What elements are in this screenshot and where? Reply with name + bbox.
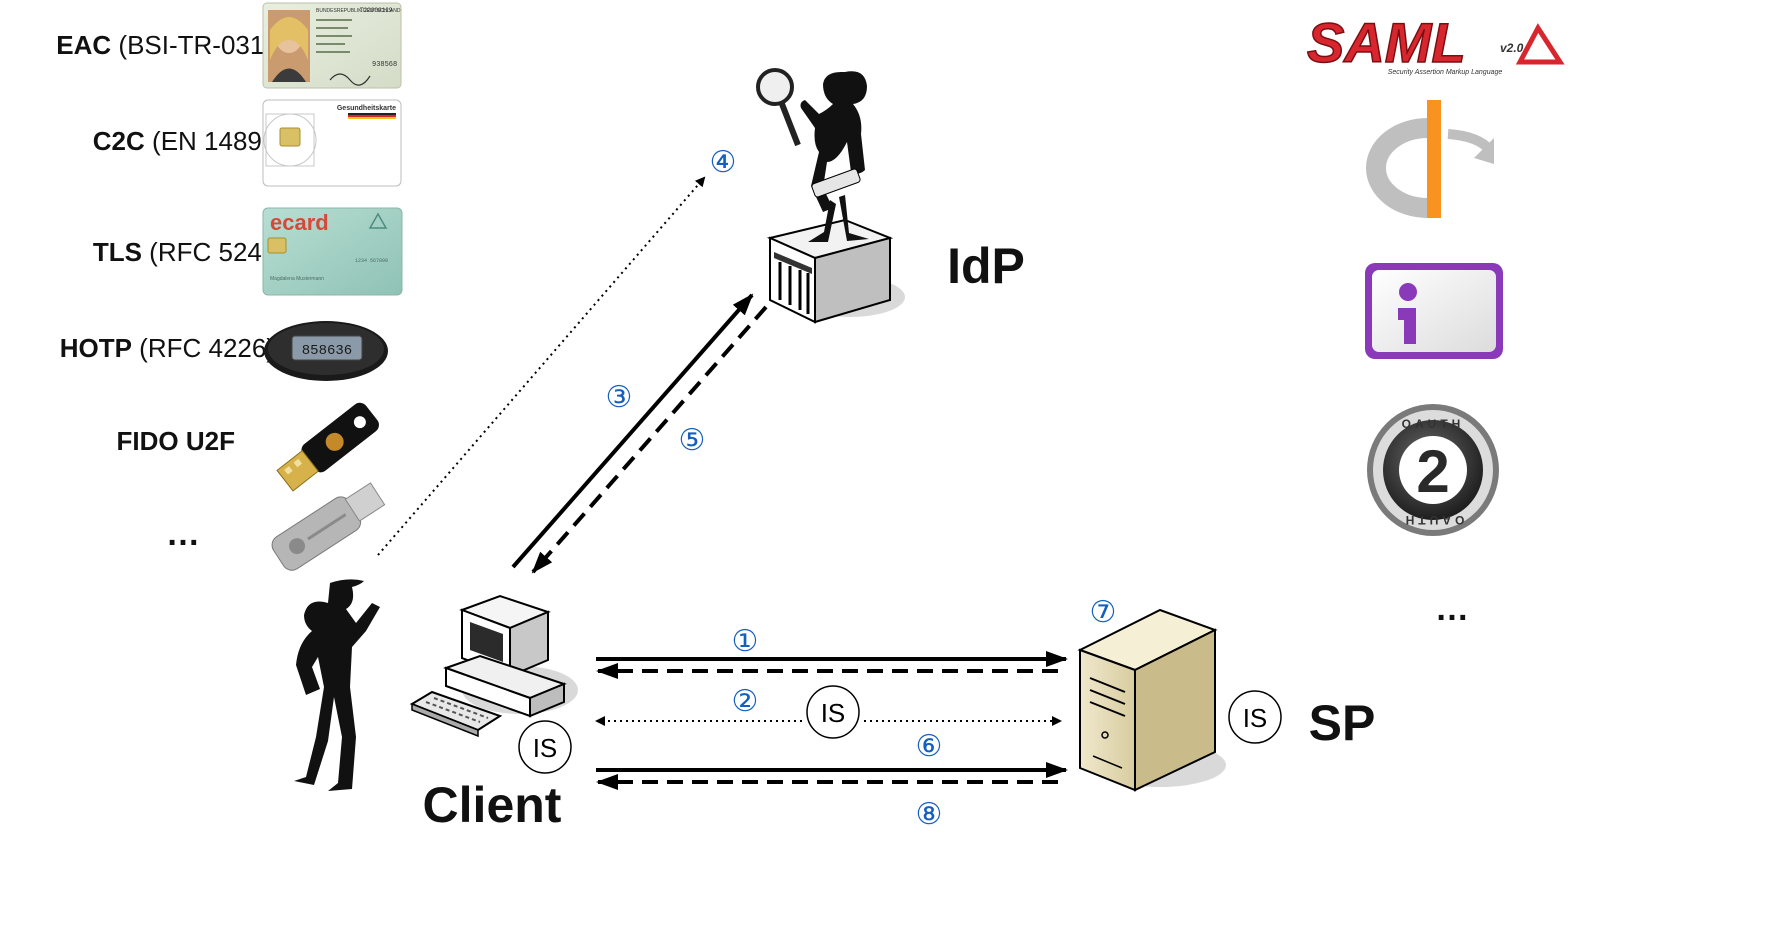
sp-server-icon [1077,608,1226,792]
step-5: ⑤ [679,423,706,458]
saml-version-text: v2.0 [1500,41,1524,55]
eac-code-text: 938568 [372,61,397,69]
sp-label: SP [1309,695,1376,751]
client-computer-icon [409,594,578,738]
token-name: TLS [92,237,142,267]
oauth2-logo: OAUTH OAUTH 2 [1367,404,1499,536]
token-spec: (RFC 5246) [149,237,285,267]
step-2: ② [732,684,759,719]
arrow-idp-to-client [531,305,768,574]
ecard-number-text: 1234 567890 [355,258,388,264]
ecard: ecard 1234 567890 Magdalena Mustermann [262,207,403,296]
is-sp: IS [1228,690,1282,744]
eac-id-card: BUNDESREPUBLIK DEUTSCHLAND T22000129 938… [262,2,402,89]
client-person-icon [294,579,380,791]
saml-logo-text: SAML [1307,11,1466,74]
is-channel-label: IS [821,698,846,728]
token-name: HOTP [59,333,132,363]
client-label: Client [423,777,562,833]
token-label-fido: FIDO U2F [0,426,235,457]
hotp-display-text: 858636 [302,343,352,359]
token-name: C2C [92,126,145,156]
idp-icon [756,68,905,324]
openid-logo [1366,100,1494,218]
protocols-more: … [1435,590,1469,628]
idp-label: IdP [947,238,1025,294]
saml-subtitle-text: Security Assertion Markup Language [1388,69,1503,76]
more-ellipsis: … [166,515,200,553]
eac-header-text: BUNDESREPUBLIK DEUTSCHLAND [316,8,401,14]
usb-token [271,482,386,571]
step-3: ③ [606,380,633,415]
eac-number-text: T22000129 [360,7,393,14]
is-client: IS [518,720,572,774]
step-4: ④ [710,145,737,180]
ecard-holder-text: Magdalena Mustermann [270,276,324,282]
oauth-text-top: OAUTH [1402,417,1465,431]
step-1: ① [732,624,759,659]
token-label-tls: TLS (RFC 5246) [0,237,285,268]
token-name: EAC [56,30,112,60]
token-spec: (RFC 4226) [139,333,275,363]
health-card-title: Gesundheitskarte [337,105,396,112]
oauth-text-bottom: OAUTH [1402,513,1465,527]
ecard-logo-text: ecard [270,210,329,235]
saml-logo: SAML v2.0 Security Assertion Markup Lang… [1306,10,1565,76]
is-client-label: IS [533,733,558,763]
health-card: Gesundheitskarte [262,99,402,187]
step-8: ⑧ [916,797,943,832]
infocard-logo [1365,263,1503,359]
step-7: ⑦ [1090,595,1117,630]
is-channel: IS [806,685,860,739]
is-sp-label: IS [1243,703,1268,733]
arrow-token-to-idp [377,176,706,556]
token-name: FIDO U2F [116,426,235,456]
oauth-number-text: 2 [1416,438,1449,505]
hotp-token: 858636 [264,321,388,381]
token-label-more: … [0,515,200,554]
step-6: ⑥ [916,729,943,764]
fido-u2f-key [276,402,379,492]
token-label-hotp: HOTP (RFC 4226) [0,333,275,364]
arrow-client-to-idp [511,293,754,569]
